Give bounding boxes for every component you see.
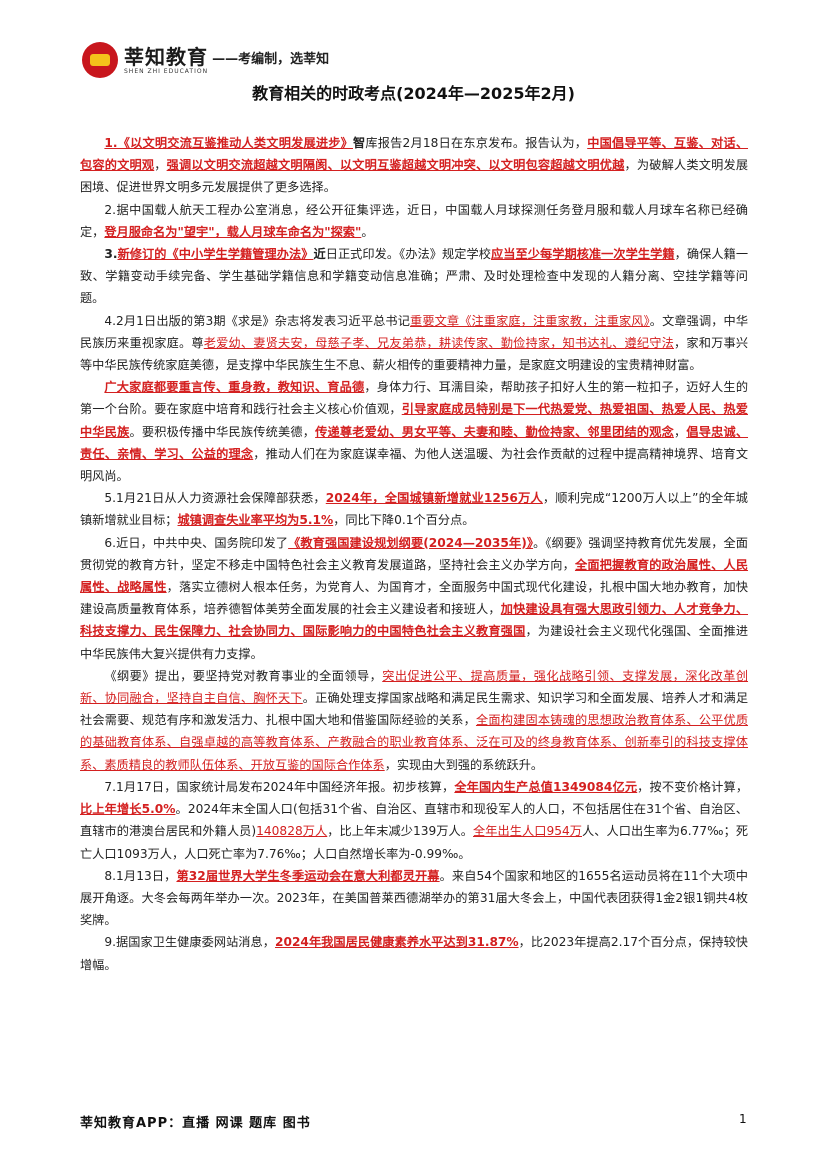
paragraph-5: 广大家庭都要重言传、重身教，教知识、育品德，身体力行、耳濡目染，帮助孩子扣好人生… — [80, 376, 748, 487]
footer-text: 莘知教育APP：直播 网课 题库 图书 — [80, 1116, 311, 1131]
body-text: 。 — [361, 224, 374, 239]
body-text: ，为建设社会主义现代化强国、全面推进中华民族伟大复兴提供有力支撑。 — [80, 624, 749, 661]
highlighted-text: 加快建设具有强大思政引领力、人才竞争力、科技支撑力、民生保障力、社会协同力、国际… — [80, 602, 749, 639]
highlighted-text: 全面把握教育的政治属性、人民属性、战略属性 — [80, 557, 749, 595]
body-text: ，确保人籍一致、学籍变动手续完备、学生基础学籍信息和学籍变动信息准确；严肃、及时… — [80, 247, 749, 306]
body-text: ，比2023年提高2.17个百分点，保持较快增幅。 — [80, 935, 748, 972]
body-text: 人、人口出生率为6.77‰；死亡人口1093万人，人口死亡率为7.76‰；人口自… — [80, 824, 749, 861]
highlighted-text: 中国倡导平等、互鉴、对话、包容的文明观 — [80, 136, 749, 173]
paragraph-8: 《纲要》提出，要坚持党对教育事业的全面领导，突出促进公平、提高质量，强化战略引领… — [80, 665, 748, 776]
paragraph-9: 7.1月17日，国家统计局发布2024年中国经济年报。初步核算，全年国内生产总值… — [80, 776, 748, 865]
paragraph-3: 3.新修订的《中小学生学籍管理办法》近日正式印发。《办法》规定学校应当至少每学期… — [80, 243, 748, 310]
body-text: 8.1月13日， — [104, 868, 177, 883]
body-text: ，实现由大到强的系统跃升。 — [384, 757, 544, 772]
paragraph-7: 6.近日，中共中央、国务院印发了《教育强国建设规划纲要(2024—2035年)》… — [80, 532, 748, 665]
highlighted-text: 140828万人 — [256, 824, 328, 839]
body-text: 。文章强调，中华民族历来重视家庭。尊 — [80, 313, 749, 350]
body-text: 。来自54个国家和地区的1655名运动员将在11个大项中展开角逐。大冬会每两年举… — [80, 868, 748, 928]
highlighted-text: 强调以文明交流超越文明隔阂、以文明互鉴超越文明冲突、以文明包容超越文明优越 — [166, 158, 625, 173]
body-text: 。要积极传播中华民族传统美德， — [129, 424, 316, 439]
page-number: 1 — [739, 1112, 747, 1126]
body-text: ，家和万事兴等中华民族传统家庭美德，是支撑中华民族生生不息、薪火相传的重要精神力… — [80, 335, 749, 373]
highlighted-text: 传递尊老爱幼、男女平等、夫妻和睦、勤俭持家、邻里团结的观念 — [315, 424, 674, 439]
body-text: ，同比下降0.1个百分点。 — [333, 513, 475, 528]
paragraph-2: 2.据中国载人航天工程办公室消息，经公开征集评选，近日，中国载人月球探测任务登月… — [80, 199, 748, 243]
body-text: ，落实立德树人根本任务，为党育人、为国育才，全面服务中国式现代化建设，扎根中国大… — [80, 580, 749, 617]
highlighted-text: 城镇调查失业率平均为5.1% — [177, 513, 334, 528]
logo: 莘知教育 SHEN ZHI EDUCATION — [124, 46, 208, 75]
body-text: 9.据国家卫生健康委网站消息， — [104, 935, 275, 950]
body-text: ， — [154, 158, 167, 173]
highlighted-text: 《教育强国建设规划纲要(2024—2035年)》 — [288, 535, 534, 550]
highlighted-text: 老爱幼、妻贤夫安，母慈子孝、兄友弟恭，耕读传家、勤俭持家，知书达礼、遵纪守法 — [203, 335, 674, 350]
body-text: 。正确处理支撑国家战略和满足民生需求、知识学习和全面发展、培养人才和满足社会需要… — [80, 691, 749, 728]
body-text: 2.据中国载人航天工程办公室消息，经公开征集评选，近日，中国载人月球探测任务登月… — [80, 202, 748, 239]
highlighted-text: 重要文章《注重家庭，注重家教，注重家风》 — [410, 313, 650, 328]
highlighted-text: 智 — [353, 136, 366, 150]
body-text: 5.1月21日从人力资源社会保障部获悉， — [104, 491, 326, 506]
highlighted-text: 2024年，全国城镇新增就业1256万人 — [325, 491, 543, 506]
body-text: 4.2月1日出版的第3期《求是》杂志将发表习近平总书记 — [104, 313, 411, 328]
document-body: 1.《以文明交流互鉴推动人类文明发展进步》智库报告2月18日在东京发布。报告认为… — [80, 132, 748, 976]
highlighted-text: 全年国内生产总值1349084亿元 — [454, 779, 638, 794]
body-text: ，比上年末减少139万人。 — [327, 824, 473, 839]
header: 莘知教育 SHEN ZHI EDUCATION ——考编制，选莘知 — [82, 40, 329, 80]
body-text: ，推动人们在为家庭谋幸福、为他人送温暖、为社会作贡献的过程中提高精神境界、培育文… — [80, 446, 749, 484]
page-title: 教育相关的时政考点(2024年—2025年2月) — [252, 84, 575, 103]
body-text: ，顺利完成“1200万人以上”的全年城镇新增就业目标； — [80, 491, 748, 528]
brand-name: 莘知教育 — [124, 44, 208, 69]
body-text: 。2024年末全国人口(包括31个省、自治区、直辖市和现役军人的人口，不包括居住… — [80, 802, 748, 839]
body-text: 。《纲要》强调坚持教育优先发展，全面贯彻党的教育方针，坚定不移走中国特色社会主义… — [80, 535, 748, 572]
body-text: ，身体力行、耳濡目染，帮助孩子扣好人生的第一粒扣子，迈好人生的第一个台阶。要在家… — [80, 380, 749, 417]
paragraph-6: 5.1月21日从人力资源社会保障部获悉，2024年，全国城镇新增就业1256万人… — [80, 487, 748, 531]
body-text: ，为破解人类文明发展困境、促进世界文明多元发展提供了更多选择。 — [80, 158, 749, 195]
highlighted-text: 2024年我国居民健康素养水平达到31.87% — [274, 935, 519, 950]
highlighted-text: 登月服命名为"望宇"，载人月球车命名为"探索" — [104, 224, 362, 239]
highlighted-text: 引导家庭成员特别是下一代热爱党、热爱祖国、热爱人民、热爱中华民族 — [80, 402, 748, 439]
body-text: ，按不变价格计算， — [637, 779, 749, 794]
slogan: ——考编制，选莘知 — [212, 51, 330, 67]
body-text: 7.1月17日，国家统计局发布2024年中国经济年报。初步核算， — [104, 779, 455, 794]
body-text: 日正式印发。《办法》规定学校 — [325, 247, 491, 262]
paragraph-11: 9.据国家卫生健康委网站消息，2024年我国居民健康素养水平达到31.87%，比… — [80, 931, 748, 975]
highlighted-text: 全年出生人口954万 — [473, 824, 583, 839]
highlighted-text: 全面构建固本铸魂的思想政治教育体系、公平优质的基础教育体系、自强卓越的高等教育体… — [80, 713, 749, 772]
highlighted-text: 比上年增长5.0% — [80, 802, 176, 817]
paragraph-1: 1.《以文明交流互鉴推动人类文明发展进步》智库报告2月18日在东京发布。报告认为… — [80, 132, 748, 199]
paragraph-4: 4.2月1日出版的第3期《求是》杂志将发表习近平总书记重要文章《注重家庭，注重家… — [80, 310, 748, 377]
body-text: 《纲要》提出，要坚持党对教育事业的全面领导， — [104, 668, 383, 683]
body-text: ， — [673, 424, 687, 439]
body-text: 6.近日，中共中央、国务院印发了 — [104, 535, 289, 550]
body-text: 库报告2月18日在东京发布。报告认为， — [365, 136, 588, 150]
paragraph-10: 8.1月13日，第32届世界大学生冬季运动会在意大利都灵开幕。来自54个国家和地… — [80, 865, 748, 932]
highlighted-text: 3. — [104, 247, 118, 262]
highlighted-text: 近 — [313, 247, 326, 262]
highlighted-text: 倡导忠诚、责任、亲情、学习、公益的理念 — [80, 424, 749, 461]
brand-name-en: SHEN ZHI EDUCATION — [124, 67, 209, 75]
highlighted-text: 突出促进公平、提高质量，强化战略引领、支撑发展，深化改革创新、协同融合，坚持自主… — [80, 668, 749, 706]
highlighted-text: 应当至少每学期核准一次学生学籍 — [491, 247, 675, 262]
highlighted-text: 新修订的《中小学生学籍管理办法》 — [117, 247, 314, 262]
highlighted-text: 第32届世界大学生冬季运动会在意大利都灵开幕 — [176, 868, 440, 883]
highlighted-text: 1.《以文明交流互鉴推动人类文明发展进步》 — [104, 136, 353, 150]
highlighted-text: 广大家庭都要重言传、重身教，教知识、育品德 — [104, 380, 365, 395]
logo-emblem-icon — [82, 42, 118, 78]
